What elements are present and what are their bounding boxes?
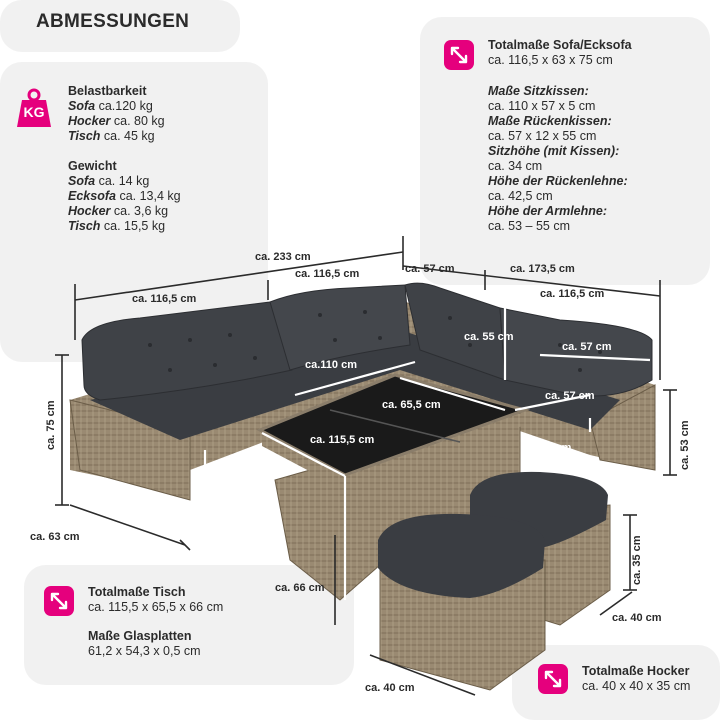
dim-label: ca. 5 cm — [528, 442, 572, 454]
sofa-total-heading: Totalmaße Sofa/Ecksofa — [488, 38, 632, 52]
weight-row: Tisch ca. 15,5 kg — [68, 219, 166, 233]
diagonal-size-icon — [44, 586, 74, 616]
dim-label: ca. 40 cm — [365, 682, 415, 694]
spec-label: Sitzhöhe (mit Kissen): — [488, 144, 620, 158]
load-row: Tisch ca. 45 kg — [68, 129, 155, 143]
weights-text: Belastbarkeit Sofa ca.120 kg Hocker ca. … — [68, 84, 181, 234]
dim-label: ca. 115,5 cm — [310, 434, 374, 446]
table-specs-text: Totalmaße Tisch ca. 115,5 x 65,5 x 66 cm… — [88, 585, 223, 659]
weight-heading: Gewicht — [68, 159, 117, 173]
table-total-heading: Totalmaße Tisch — [88, 585, 186, 599]
stool-specs-text: Totalmaße Hocker ca. 40 x 40 x 35 cm — [582, 664, 690, 694]
dim-label: ca. 55 cm — [464, 331, 514, 343]
glass-heading: Maße Glasplatten — [88, 629, 192, 643]
kg-weight-icon: KG — [16, 88, 52, 128]
spec-label: Höhe der Armlehne: — [488, 204, 608, 218]
diagonal-size-icon — [538, 664, 568, 694]
page-title: ABMESSUNGEN — [36, 11, 190, 32]
dim-label: ca. 57 cm — [405, 263, 455, 275]
dim-label: ca. 57 cm — [545, 390, 595, 402]
dim-label: ca. 57 cm — [562, 341, 612, 353]
spec-value: ca. 53 – 55 cm — [488, 219, 570, 233]
weight-row: Ecksofa ca. 13,4 kg — [68, 189, 181, 203]
glass-value: 61,2 x 54,3 x 0,5 cm — [88, 644, 201, 658]
spec-label: Maße Sitzkissen: — [488, 84, 589, 98]
stool-total-heading: Totalmaße Hocker — [582, 664, 690, 678]
spec-value: ca. 57 x 12 x 55 cm — [488, 129, 597, 143]
load-row: Sofa ca.120 kg — [68, 99, 153, 113]
table-total-value: ca. 115,5 x 65,5 x 66 cm — [88, 600, 224, 614]
stool-total-value: ca. 40 x 40 x 35 cm — [582, 679, 691, 693]
stool-front — [378, 513, 546, 691]
spec-label: Höhe der Rückenlehne: — [488, 174, 628, 188]
spec-label: Maße Rückenkissen: — [488, 114, 612, 128]
kg-icon-label: KG — [23, 104, 45, 120]
spec-value: ca. 34 cm — [488, 159, 543, 173]
dim-label: ca. 116,5 cm — [295, 268, 359, 280]
table-specs-panel — [24, 565, 354, 685]
dim-label: ca. 66 cm — [275, 582, 325, 594]
sofa-total-value: ca. 116,5 x 63 x 75 cm — [488, 53, 613, 67]
dim-label: ca. 38 cm — [212, 462, 262, 474]
dim-label: ca. 53 cm — [679, 420, 691, 470]
dim-label: ca. 40 cm — [612, 612, 662, 624]
title-panel — [0, 0, 240, 52]
dim-label: ca. 116,5 cm — [132, 293, 196, 305]
diagonal-size-icon — [444, 40, 474, 70]
spec-value: ca. 42,5 cm — [488, 189, 553, 203]
dining-table — [256, 373, 530, 601]
dim-label: ca.110 cm — [305, 359, 357, 371]
dim-label: ca. 75 cm — [45, 400, 57, 450]
dim-label: ca. 63 cm — [30, 531, 80, 543]
spec-value: ca. 110 x 57 x 5 cm — [488, 99, 596, 113]
sofa-specs-text: Totalmaße Sofa/Ecksofa ca. 116,5 x 63 x … — [488, 38, 632, 234]
weight-row: Hocker ca. 3,6 kg — [68, 204, 169, 218]
load-heading: Belastbarkeit — [68, 84, 147, 98]
dim-label: ca. 65,5 cm — [382, 399, 441, 411]
dim-label: ca. 35 cm — [631, 535, 643, 585]
weight-row: Sofa ca. 14 kg — [68, 174, 150, 188]
dim-label: ca. 116,5 cm — [540, 288, 604, 300]
dim-label: ca. 173,5 cm — [510, 263, 575, 275]
dim-label: ca. 233 cm — [255, 251, 311, 263]
load-row: Hocker ca. 80 kg — [68, 114, 165, 128]
